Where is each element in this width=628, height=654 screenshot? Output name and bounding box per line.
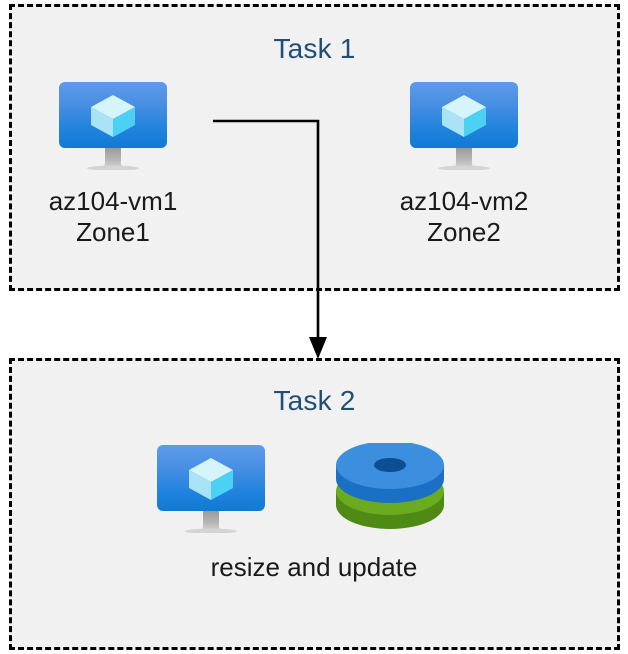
monitor-neck-icon (105, 148, 121, 161)
disks-icon (334, 441, 444, 531)
node-label-line1: az104-vm2 (399, 186, 529, 216)
cube-icon (188, 457, 234, 501)
node-label: az104-vm1 Zone1 (49, 186, 178, 248)
virtual-machine-icon (410, 82, 518, 171)
cube-icon (441, 94, 487, 138)
virtual-machine-icon (157, 445, 265, 534)
node-label: az104-vm2 Zone2 (400, 186, 529, 248)
cube-icon (90, 94, 136, 138)
task-2-caption: resize and update (210, 552, 418, 582)
task-2-title: Task 2 (273, 385, 356, 416)
node-az104-vm2[interactable]: az104-vm2 Zone2 (400, 82, 528, 248)
node-label-line1: az104-vm1 (48, 186, 178, 216)
node-label-line2: Zone2 (427, 217, 501, 247)
task-1-title: Task 1 (273, 33, 356, 64)
virtual-machine-icon (59, 82, 167, 171)
task-2-vm-node[interactable] (157, 445, 265, 534)
task-2-disks-node[interactable] (332, 441, 444, 531)
monitor-neck-icon (456, 148, 472, 161)
task-2-container: Task 2 (9, 358, 620, 650)
node-az104-vm1[interactable]: az104-vm1 Zone1 (49, 82, 177, 248)
node-label-line2: Zone1 (76, 217, 150, 247)
monitor-neck-icon (203, 511, 219, 524)
